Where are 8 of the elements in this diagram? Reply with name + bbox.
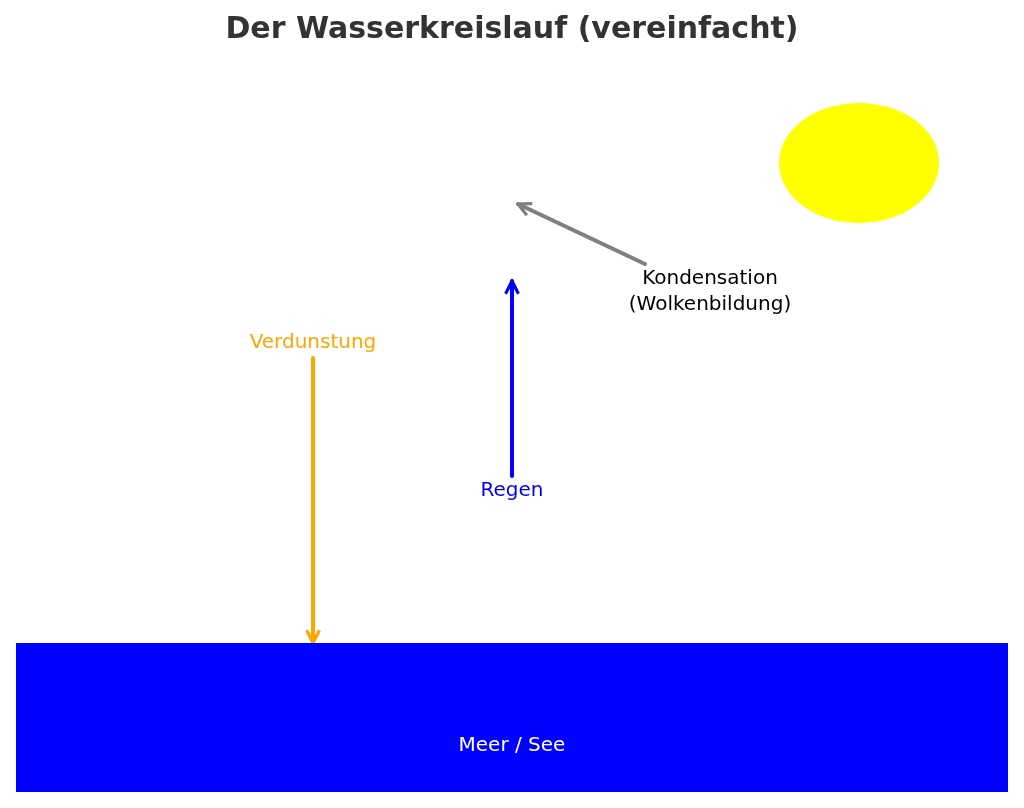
- arrow: [516, 202, 648, 266]
- process-label: Regen: [462, 476, 562, 504]
- arrow: [504, 279, 520, 478]
- process-label: Kondensation (Wolkenbildung): [618, 264, 802, 318]
- diagram-title: Der Wasserkreislauf (vereinfacht): [224, 10, 800, 45]
- arrow: [305, 356, 321, 645]
- process-label: Verdunstung: [233, 328, 393, 358]
- sea-area: Meer / See: [16, 643, 1008, 792]
